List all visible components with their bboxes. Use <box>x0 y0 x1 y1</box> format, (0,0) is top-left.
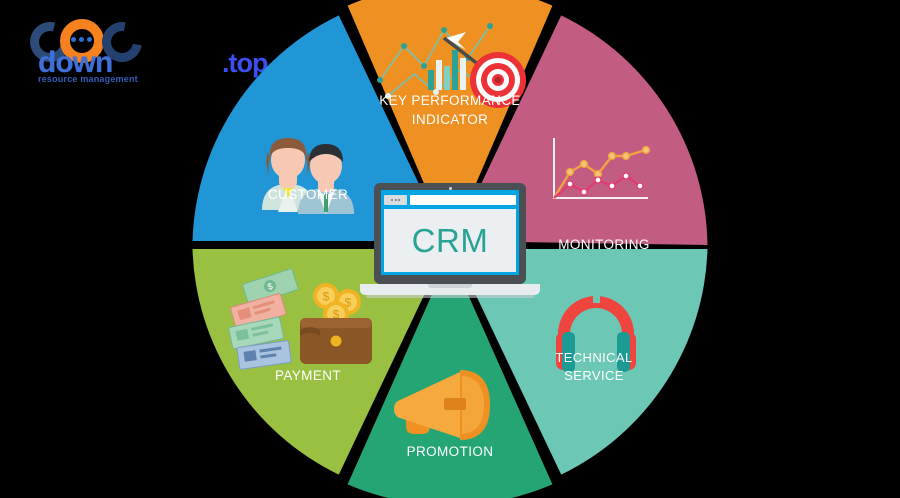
logo-ring-center-icon <box>60 19 104 63</box>
segment-monitoring-label-line1: MONITORING <box>558 237 650 252</box>
browser-chrome <box>384 193 516 206</box>
logo-dots-icon <box>71 37 95 43</box>
laptop-shadow <box>366 295 534 298</box>
two-people-icon <box>262 138 354 214</box>
svg-text:$: $ <box>323 289 330 303</box>
wallet-money-icon: $ <box>228 268 372 370</box>
segment-promotion-label-line1: PROMOTION <box>407 444 494 459</box>
svg-text:$: $ <box>266 281 274 292</box>
svg-text:$: $ <box>333 307 340 321</box>
browser-nav-buttons[interactable] <box>384 194 407 205</box>
laptop-camera-icon <box>448 186 452 190</box>
headphones-icon <box>556 295 636 372</box>
laptop-screen: CRM <box>381 190 519 275</box>
segment-payment[interactable]: $ <box>192 249 447 475</box>
target-bar-chart-icon <box>377 23 526 108</box>
browser-viewport: CRM <box>384 209 516 272</box>
line-chart-icon <box>552 138 651 199</box>
segment-kpi[interactable]: KEY PERFORMANCE INDICATOR <box>347 0 553 244</box>
segment-kpi-label-line2: INDICATOR <box>412 112 489 127</box>
segment-technical-service-label-line2: SERVICE <box>564 368 624 383</box>
logo-tld: .top <box>222 48 268 78</box>
megaphone-icon <box>394 370 490 440</box>
laptop-lid: CRM <box>374 183 526 284</box>
crm-screen-text: CRM <box>411 221 489 259</box>
segment-promotion-shape[interactable] <box>347 254 553 498</box>
segment-technical-service-label-line1: TECHNICAL <box>555 350 632 365</box>
segment-technical-service-shape[interactable] <box>454 249 708 475</box>
laptop-notch <box>428 284 472 288</box>
brand-logo[interactable]: down resource management <box>22 14 206 90</box>
laptop-base <box>360 284 540 295</box>
browser-url-bar[interactable] <box>410 194 516 205</box>
segment-payment-label-line1: PAYMENT <box>275 368 341 383</box>
crm-laptop[interactable]: CRM <box>360 183 540 305</box>
segment-promotion[interactable]: PROMOTION <box>347 254 553 498</box>
logo-wordmark: down <box>38 46 113 79</box>
segment-technical-service[interactable]: TECHNICAL SERVICE <box>454 249 708 475</box>
logo-rings-icon <box>22 14 160 70</box>
svg-text:$: $ <box>345 295 352 309</box>
segment-customer-label-line1: CUSTOMER <box>268 187 348 202</box>
logo-tagline: resource management <box>38 74 138 84</box>
segment-kpi-label-line1: KEY PERFORMANCE <box>379 93 521 108</box>
